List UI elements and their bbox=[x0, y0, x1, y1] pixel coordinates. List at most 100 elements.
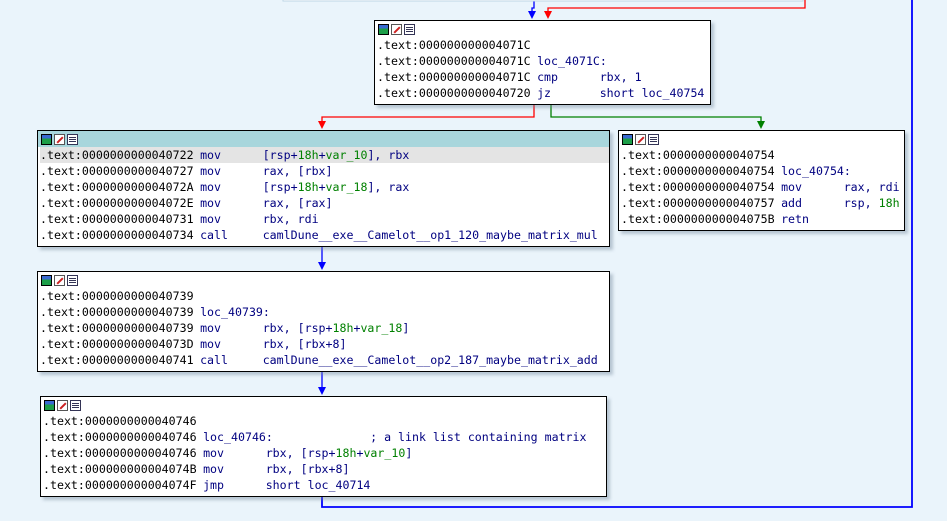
graph-icon[interactable] bbox=[44, 399, 55, 411]
edit-icon[interactable] bbox=[635, 133, 646, 145]
operand-part: + bbox=[318, 180, 326, 194]
operand-part: ], rbx bbox=[367, 148, 410, 162]
edge-incoming-fallthrough bbox=[528, 0, 536, 19]
operand-part: 18h bbox=[297, 148, 319, 162]
asm-line[interactable]: .text:000000000004071C bbox=[377, 37, 710, 53]
asm-line[interactable]: .text:0000000000040746 loc_40746: ; a link… bbox=[43, 429, 606, 445]
asm-line[interactable]: .text:0000000000040739 bbox=[40, 288, 609, 304]
instruction-operands: short loc_40714 bbox=[265, 478, 371, 492]
node-body: .text:0000000000040739.text:000000000004… bbox=[38, 288, 609, 368]
operand-part: 18h bbox=[297, 180, 319, 194]
instruction-mnemonic: jmp bbox=[203, 478, 225, 492]
operand-part: 18h bbox=[332, 321, 354, 335]
graph-icon[interactable] bbox=[378, 23, 389, 35]
code-label[interactable]: loc_40739: bbox=[200, 305, 270, 319]
block-40754[interactable]: .text:0000000000040754.text:000000000004… bbox=[618, 130, 905, 231]
instruction-operands: rbx, [rsp+18h+var_18] bbox=[263, 320, 410, 336]
list-icon[interactable] bbox=[67, 133, 78, 145]
instruction-operands: rsp, 18h bbox=[844, 195, 900, 211]
code-comment: ; a link list containing matrix bbox=[370, 430, 587, 444]
line-address: .text:0000000000040746 bbox=[43, 430, 197, 444]
block-40739[interactable]: .text:0000000000040739.text:000000000004… bbox=[37, 271, 610, 372]
block-4071c[interactable]: .text:000000000004071C.text:000000000004… bbox=[374, 20, 711, 105]
operand-part: 18h bbox=[878, 196, 900, 210]
code-label[interactable]: loc_40746: bbox=[203, 430, 273, 444]
operand-part: ] bbox=[405, 446, 413, 460]
line-address: .text:000000000004075B bbox=[621, 212, 775, 226]
instruction-mnemonic: mov bbox=[200, 164, 222, 178]
node-header bbox=[41, 397, 606, 413]
instruction-operands: rax, [rax] bbox=[262, 196, 333, 210]
instruction-operands: camlDune__exe__Camelot__op2_187_maybe_ma… bbox=[262, 353, 598, 367]
list-icon[interactable] bbox=[648, 133, 659, 145]
line-address: .text:0000000000040739 bbox=[40, 321, 194, 335]
operand-part: rsp, bbox=[843, 196, 879, 210]
instruction-mnemonic: mov bbox=[200, 196, 222, 210]
edit-icon[interactable] bbox=[391, 23, 402, 35]
instruction-mnemonic: mov bbox=[203, 446, 225, 460]
line-address: .text:0000000000040746 bbox=[43, 446, 197, 460]
list-icon[interactable] bbox=[67, 274, 78, 286]
instruction-mnemonic: call bbox=[200, 228, 228, 242]
line-address: .text:0000000000040741 bbox=[40, 353, 194, 367]
instruction-mnemonic: mov bbox=[200, 212, 222, 226]
instruction-operands: camlDune__exe__Camelot__op1_120_maybe_ma… bbox=[262, 228, 598, 242]
line-address: .text:000000000004073D bbox=[40, 337, 194, 351]
code-label[interactable]: loc_40754: bbox=[781, 164, 851, 178]
instruction-mnemonic: mov bbox=[781, 180, 803, 194]
instruction-mnemonic: cmp bbox=[537, 70, 559, 84]
asm-line[interactable]: .text:0000000000040754 bbox=[621, 147, 904, 163]
instruction-operands: rbx, [rbx+8] bbox=[265, 462, 350, 476]
operand-part: + bbox=[356, 446, 364, 460]
line-address: .text:000000000004071C bbox=[377, 54, 531, 68]
asm-line[interactable]: .text:000000000004071C loc_4071C: bbox=[377, 53, 710, 69]
node-body: .text:000000000004071C.text:000000000004… bbox=[375, 37, 710, 101]
instruction-mnemonic: add bbox=[781, 196, 803, 210]
edit-icon[interactable] bbox=[57, 399, 68, 411]
edit-icon[interactable] bbox=[54, 274, 65, 286]
edit-icon[interactable] bbox=[54, 133, 65, 145]
asm-line[interactable]: .text:0000000000040746 bbox=[43, 413, 606, 429]
list-icon[interactable] bbox=[70, 399, 81, 411]
instruction-mnemonic: mov bbox=[200, 337, 222, 351]
edge-true-to-40754 bbox=[550, 104, 765, 129]
instruction-operands: [rsp+18h+var_10], rbx bbox=[263, 147, 410, 163]
operand-part: [rsp+ bbox=[262, 180, 298, 194]
list-icon[interactable] bbox=[404, 23, 415, 35]
instruction-operands: rbx, rdi bbox=[262, 212, 319, 226]
line-address: .text:000000000004071C bbox=[377, 38, 531, 52]
graph-icon[interactable] bbox=[41, 133, 52, 145]
node-body: .text:0000000000040754.text:000000000004… bbox=[619, 147, 904, 227]
operand-part: var_18 bbox=[360, 321, 403, 335]
line-address: .text:0000000000040731 bbox=[40, 212, 194, 226]
instruction-mnemonic: mov bbox=[203, 462, 225, 476]
code-label[interactable]: loc_4071C: bbox=[537, 54, 607, 68]
block-40746[interactable]: .text:0000000000040746.text:000000000004… bbox=[40, 396, 607, 497]
line-address: .text:000000000004072A bbox=[40, 180, 194, 194]
instruction-mnemonic: mov bbox=[200, 180, 222, 194]
asm-line[interactable]: .text:0000000000040731 mov rbx, rdi bbox=[40, 211, 609, 227]
graph-icon[interactable] bbox=[41, 274, 52, 286]
graph-icon[interactable] bbox=[622, 133, 633, 145]
line-address: .text:0000000000040754 bbox=[621, 148, 775, 162]
